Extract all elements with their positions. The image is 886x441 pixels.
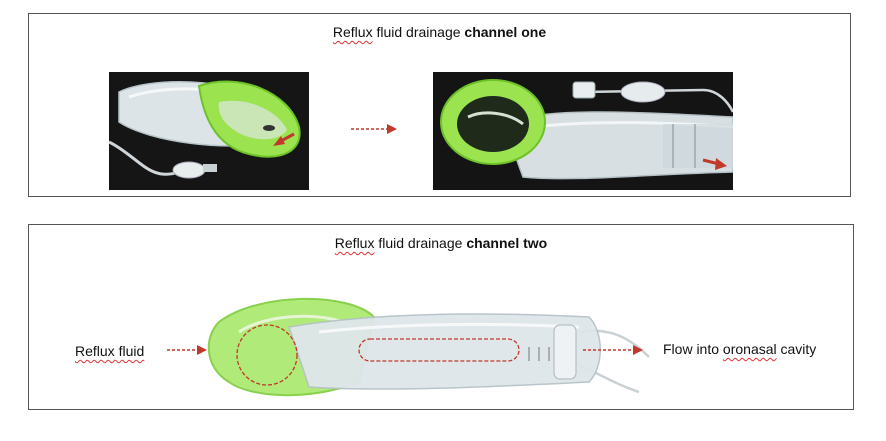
flow-into-cavity-label: Flow into oronasal cavity	[663, 341, 816, 357]
panel-one-title-underlined: Reflux	[332, 24, 373, 40]
flow-label-underlined: oronasal	[722, 341, 777, 357]
panel-two-title-underlined: Reflux	[334, 235, 375, 251]
device-side-illustration	[159, 287, 659, 405]
panel-two-title-bold: channel two	[466, 235, 548, 251]
panel-channel-two: Reflux fluid drainage channel two Reflux…	[28, 224, 854, 410]
dashed-arrow-right-icon	[351, 122, 397, 140]
reflux-fluid-label: Reflux fluid	[75, 343, 144, 359]
panel-one-title-rest: fluid drainage	[372, 24, 465, 40]
device-photo-cuff-view	[109, 72, 309, 190]
dashed-arrow-right-icon	[583, 343, 643, 361]
panel-one-title: Reflux fluid drainage channel one	[29, 24, 850, 40]
flow-label-end: cavity	[776, 341, 817, 357]
reflux-fluid-text: Reflux fluid	[75, 343, 145, 359]
panel-two-title: Reflux fluid drainage channel two	[29, 235, 853, 251]
panel-one-title-bold: channel one	[464, 24, 547, 40]
panel-two-title-rest: fluid drainage	[374, 235, 467, 251]
panel-channel-one: Reflux fluid drainage channel one	[28, 13, 851, 197]
dashed-arrow-right-icon	[167, 343, 207, 361]
flow-label-start: Flow into	[663, 341, 723, 357]
device-photo-tube-view	[433, 72, 733, 190]
